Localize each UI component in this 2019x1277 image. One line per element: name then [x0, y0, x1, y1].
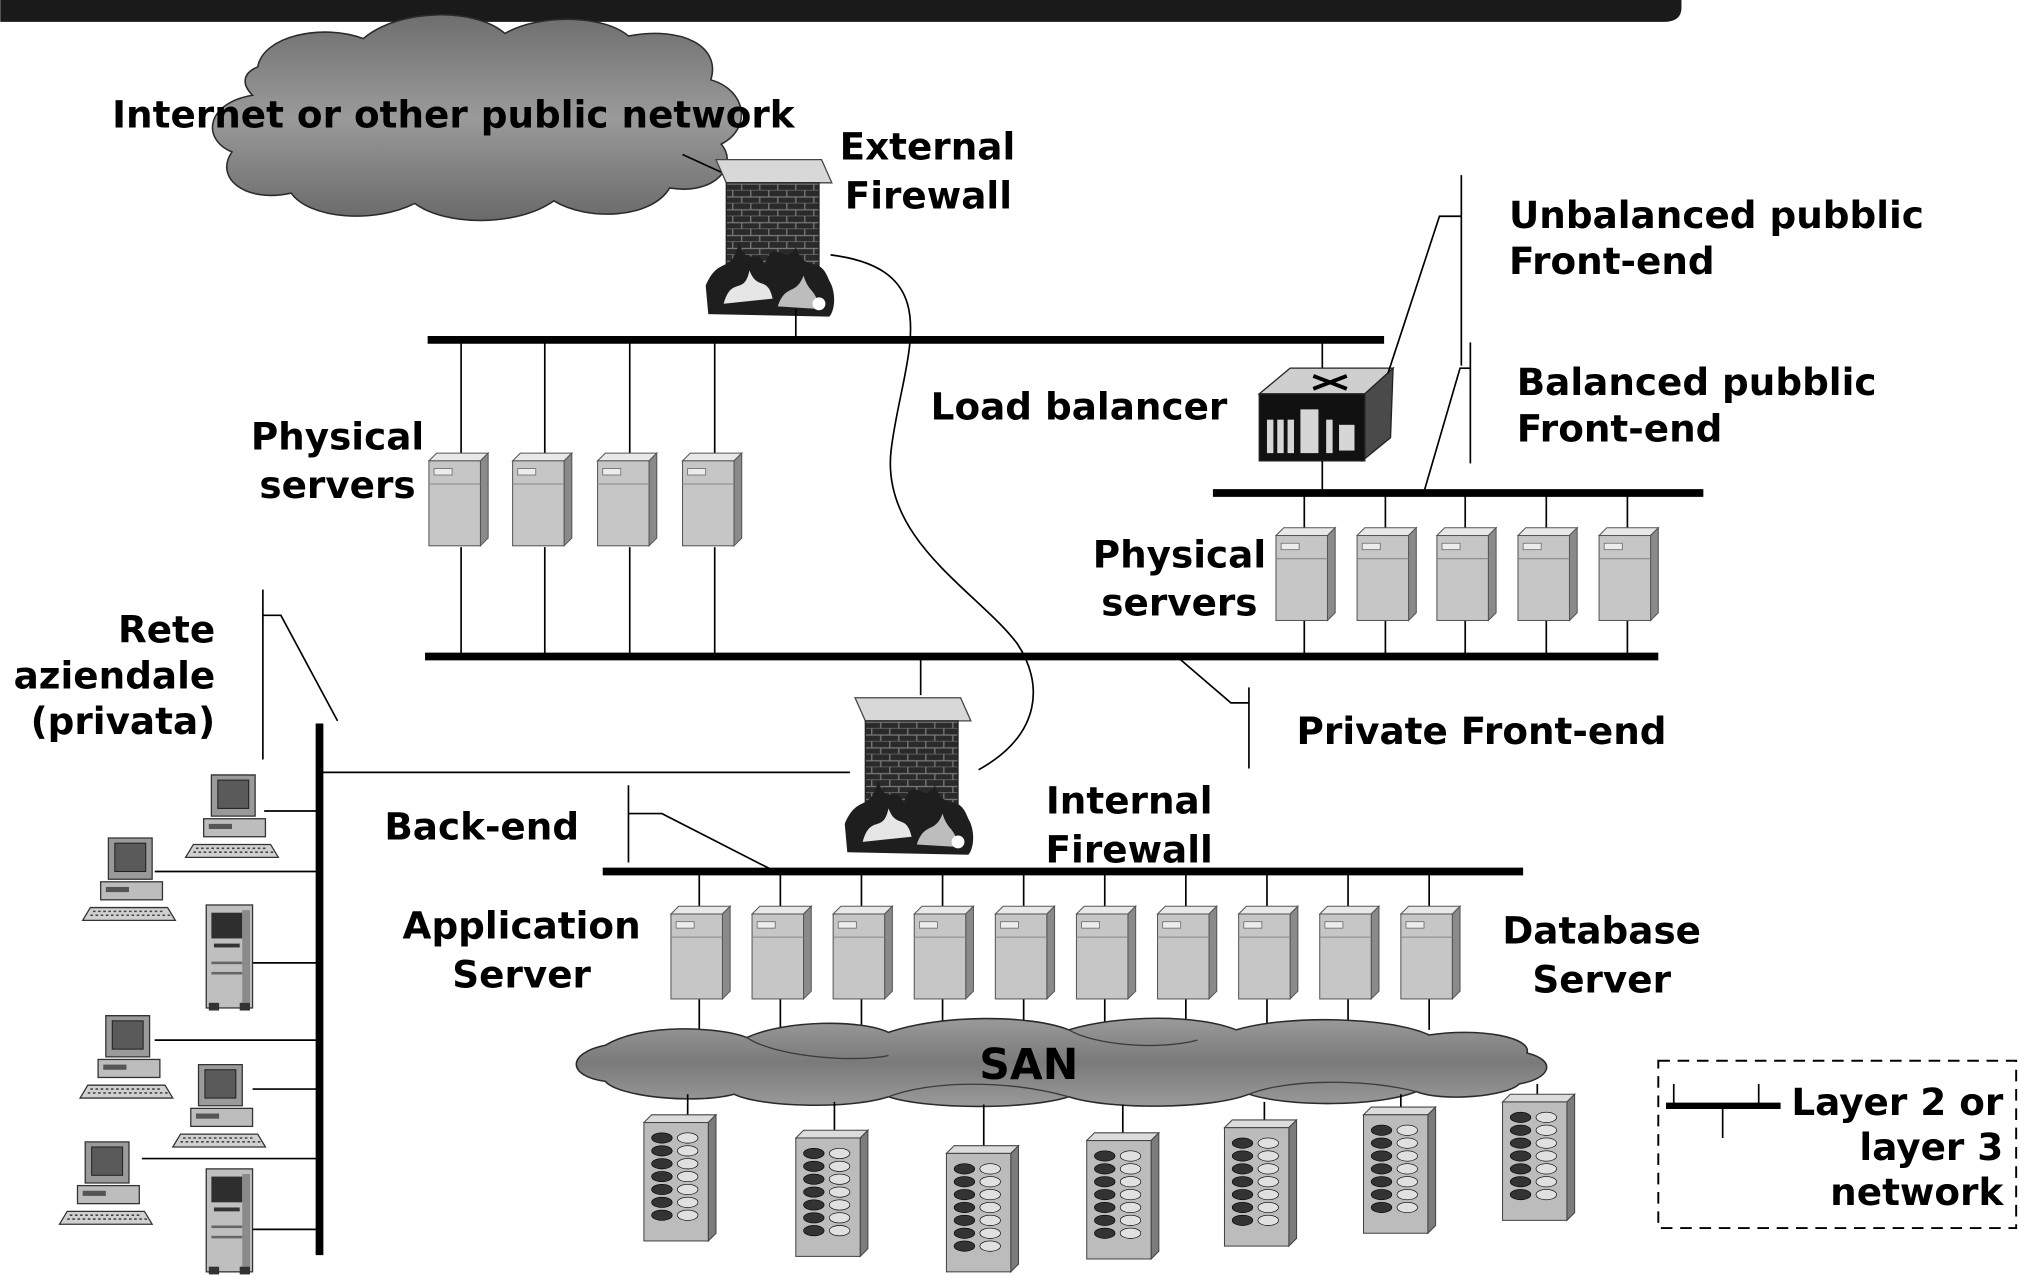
external-firewall-icon — [705, 158, 835, 318]
load-balancer-label: Load balancer — [931, 385, 1228, 429]
workstation-icon — [81, 837, 177, 922]
internet-cloud-icon — [211, 14, 743, 222]
san-label: SAN — [979, 1041, 1078, 1090]
header-bar — [0, 0, 1682, 22]
server-icon — [751, 905, 812, 1000]
disk-array-icon — [1502, 1093, 1576, 1221]
internet-label: Internet or other public network — [112, 92, 796, 136]
disk-array-icon — [1362, 1106, 1437, 1234]
rete-aziendale-bracket — [262, 589, 339, 760]
load-balancer-icon — [1257, 366, 1395, 463]
server-icon — [1436, 527, 1497, 621]
disk-array-icon — [643, 1114, 717, 1242]
workstation-icon — [79, 1014, 174, 1099]
server-icon — [1400, 905, 1461, 1000]
disk-array-icon — [1086, 1132, 1160, 1260]
server-icon — [670, 905, 731, 1000]
private-frontend-label: Private Front-end — [1297, 709, 1667, 753]
left-physical-servers — [460, 339, 716, 654]
server-icon — [994, 905, 1056, 1000]
server-icon — [597, 452, 658, 547]
server-icon — [1157, 905, 1218, 1000]
server-icon — [1517, 527, 1578, 621]
tower-pc-icon — [205, 1168, 254, 1276]
unbalanced-frontend-bracket — [1387, 175, 1463, 374]
server-icon — [1319, 905, 1380, 1000]
disk-array-icon — [945, 1145, 1020, 1273]
server-icon — [832, 905, 893, 1000]
server-icon — [428, 452, 489, 547]
disk-array-icon — [795, 1129, 869, 1257]
workstation-icon — [184, 774, 280, 859]
internal-firewall-icon — [844, 697, 974, 856]
back-end-label: Back-end — [384, 804, 579, 848]
server-icon — [512, 452, 573, 547]
server-icon — [1356, 527, 1417, 621]
server-icon — [1075, 905, 1137, 1000]
server-icon — [913, 905, 974, 1000]
tower-pc-icon — [205, 904, 254, 1012]
workstation-icon — [171, 1063, 267, 1148]
server-icon — [682, 452, 743, 547]
private-frontend-bracket — [1176, 655, 1250, 769]
server-icon — [1238, 905, 1299, 1000]
server-icon — [1598, 527, 1659, 621]
disk-array-icon — [1223, 1119, 1298, 1247]
workstation-icon — [58, 1141, 153, 1225]
back-end-bracket — [627, 785, 776, 873]
balanced-frontend-bracket — [1423, 342, 1472, 492]
san-cloud-icon — [575, 1017, 1548, 1108]
server-icon — [1275, 527, 1336, 621]
firewall-link-curve — [830, 254, 1035, 771]
